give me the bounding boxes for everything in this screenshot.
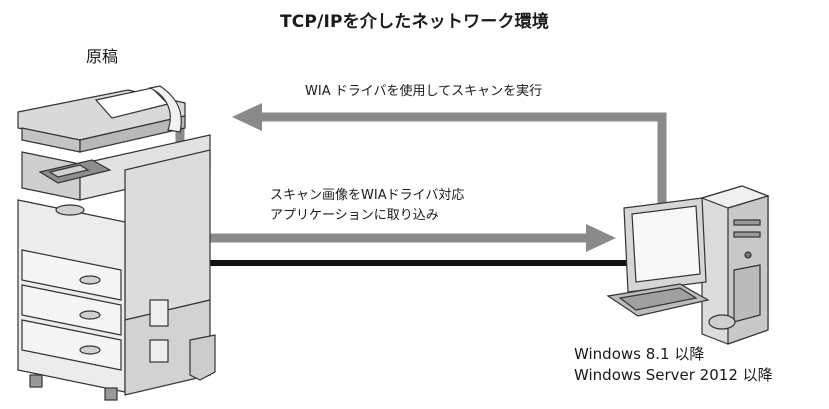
- scan-command-arrow: [258, 112, 667, 205]
- mfp-printer: [17, 85, 216, 401]
- image-transfer-label: スキャン画像をWIAドライバ対応 アプリケーションに取り込み: [270, 186, 464, 226]
- os-requirement-1: Windows 8.1 以降: [574, 345, 705, 363]
- os-requirements-label: Windows 8.1 以降 Windows Server 2012 以降: [574, 344, 773, 386]
- image-transfer-label-line-2: アプリケーションに取り込み: [270, 208, 439, 223]
- original-document-label: 原稿: [86, 47, 119, 66]
- image-transfer-arrowhead: [586, 224, 616, 252]
- os-requirement-2: Windows Server 2012 以降: [574, 366, 773, 384]
- image-transfer-label-line-1: スキャン画像をWIAドライバ対応: [270, 188, 465, 203]
- scan-command-label: WIA ドライバを使用してスキャンを実行: [305, 84, 543, 99]
- diagram-title: TCP/IPを介したネットワーク環境: [279, 12, 550, 32]
- windows-pc: [606, 185, 770, 345]
- scan-command-arrowhead: [232, 103, 262, 131]
